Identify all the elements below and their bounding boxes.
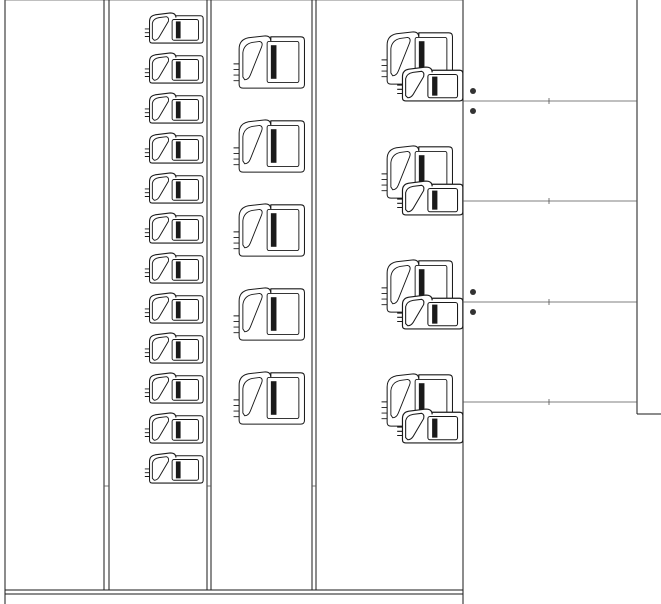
jerrycan-bottle-icon	[144, 172, 204, 204]
jerrycan-bottle-icon	[144, 412, 204, 444]
jerrycan-bottle-icon	[144, 132, 204, 164]
column-2-bottles	[144, 12, 204, 484]
jerrycan-bottle-icon	[396, 180, 464, 216]
jerrycan-bottle-icon	[232, 287, 306, 341]
connector-dots	[470, 88, 476, 315]
jerrycan-bottle-icon	[144, 52, 204, 84]
jerrycan-bottle-icon	[144, 252, 204, 284]
connector-dot	[470, 108, 476, 114]
column-3-bottles	[232, 35, 306, 425]
jerrycan-bottle-icon	[144, 292, 204, 324]
jerrycan-bottle-icon	[144, 92, 204, 124]
jerrycan-bottle-icon	[144, 452, 204, 484]
connector-dot	[470, 289, 476, 295]
jerrycan-bottle-icon	[396, 294, 464, 330]
jerrycan-bottle-icon	[396, 408, 464, 444]
jerrycan-bottle-icon	[144, 372, 204, 404]
jerrycan-bottle-icon	[232, 119, 306, 173]
connector-frame	[463, 0, 661, 415]
jerrycan-bottle-icon	[232, 35, 306, 89]
jerrycan-bottle-icon	[396, 66, 464, 102]
column-dividers	[103, 0, 317, 590]
jerrycan-bottle-icon	[144, 332, 204, 364]
jerrycan-bottle-icon	[232, 371, 306, 425]
jerrycan-bottle-icon	[144, 212, 204, 244]
jerrycan-bottle-icon	[144, 12, 204, 44]
column-4-bottles	[380, 31, 464, 444]
connector-dot	[470, 88, 476, 94]
connector-dot	[470, 309, 476, 315]
jerrycan-bottle-icon	[232, 203, 306, 257]
